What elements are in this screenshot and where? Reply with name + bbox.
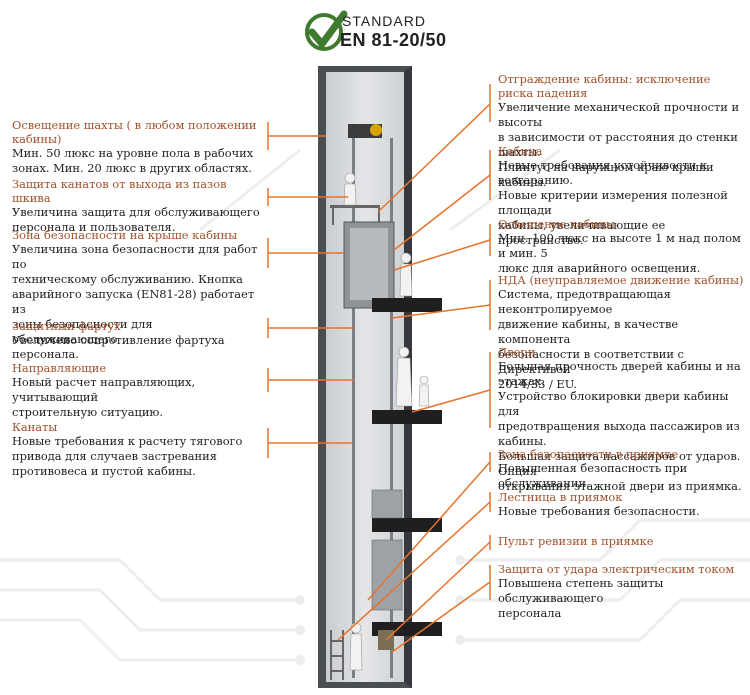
ucm-line-2: движение кабины, в качестве компонента xyxy=(498,317,679,346)
rope-protection-title: Защита канатов от выхода из пазов шкива xyxy=(12,177,227,205)
cabin-block: Кабина Новые требования устойчивости к в… xyxy=(498,144,748,248)
ropes-block: Канаты Новые требования к расчету тягово… xyxy=(12,420,260,479)
pit-inspection-panel-block: Пульт ревизии в приямке xyxy=(498,534,748,548)
shaft-lighting-block: Освещение шахты ( в любом положении каби… xyxy=(12,118,260,176)
roof-safety-zone-line-2: техническому обслуживанию. Кнопка xyxy=(12,272,243,286)
cabin-barrier-title: Отграждение кабины: исключение риска пад… xyxy=(498,72,711,100)
pit-inspection-panel-title: Пульт ревизии в приямке xyxy=(498,534,654,548)
doors-line-2: Устройство блокировки двери кабины для xyxy=(498,389,729,418)
cabin-lighting-line-2: люкс для аварийного освещения. xyxy=(498,261,701,275)
ropes-title: Канаты xyxy=(12,420,58,434)
doors-line-4: Большая защита пассажиров от ударов. Опц… xyxy=(498,449,741,478)
shaft-lighting-line-2: зонах. Мин. 20 люкс в других областях. xyxy=(12,161,252,175)
doors-line-5: открывания этажной двери из приямка. xyxy=(498,479,742,493)
apron-title: Защитный фартух xyxy=(12,319,121,333)
cabin-lighting-title: Освещение кабины xyxy=(498,217,615,231)
electric-shock-title: Защита от удара электрическим током xyxy=(498,562,735,576)
shaft-lighting-line-1: Мин. 50 люкс на уровне пола в рабочих xyxy=(12,146,254,160)
pit-ladder-block: Лестница в приямок Новые требования безо… xyxy=(498,490,748,519)
apron-block: Защитный фартух Увеличено сопротивление … xyxy=(12,319,260,348)
ucm-title: НДА (неуправляемое движение кабины) xyxy=(498,273,744,287)
logo-code-text: EN 81-20/50 xyxy=(340,30,447,50)
cabin-barrier-line-2: в зависимости от расстояния до стенки ша… xyxy=(498,130,738,159)
electric-shock-line-2: персонала xyxy=(498,606,562,620)
ucm-line-3: безопасности в соответствии с Директивой xyxy=(498,347,684,376)
guide-rails-line-1: Новый расчет направляющих, учитывающий xyxy=(12,375,196,404)
cabin-barrier-line-1: Увеличение механической прочности и высо… xyxy=(498,100,740,129)
cabin-lighting-block: Освещение кабины Мин. 100 люкс на высоте… xyxy=(498,217,748,276)
doors-block: Двери Большая прочность дверей кабины и … xyxy=(498,345,748,494)
ropes-line-3: противовеса и пустой кабины. xyxy=(12,464,196,478)
guide-rails-title: Направляющие xyxy=(12,361,107,375)
ropes-line-2: привода для случаев застревания xyxy=(12,449,217,463)
electric-shock-line-1: Повышена степень защиты обслуживающего xyxy=(498,576,664,605)
cabin-title: Кабина xyxy=(498,144,543,158)
doors-title: Двери xyxy=(498,345,536,359)
pit-ladder-title: Лестница в приямок xyxy=(498,490,623,504)
roof-safety-zone-line-4: зоны безопасности для обслуживающего xyxy=(12,317,153,346)
ucm-block: НДА (неуправляемое движение кабины) Сист… xyxy=(498,273,748,392)
pit-ladder-line-1: Новые требования безопасности. xyxy=(498,504,700,518)
apron-line-1: Увеличено сопротивление фартуха xyxy=(12,333,225,347)
pit-safety-zone-line-1: Повышенная безопасность при обслуживании… xyxy=(498,461,688,490)
roof-safety-zone-line-5: персонала. xyxy=(12,347,79,361)
rope-protection-block: Защита канатов от выхода из пазов шкива … xyxy=(12,177,260,235)
ucm-line-4: 2014/33 / EU. xyxy=(498,377,577,391)
roof-safety-zone-title: Зона безопасности на крыше кабины xyxy=(12,228,238,242)
cabin-lighting-line-1: Мин. 100 люкс на высоте 1 м над полом и … xyxy=(498,231,741,260)
guide-rails-line-2: строительную ситуацию. xyxy=(12,405,163,419)
pit-safety-zone-title: Зона безопасности в приямке xyxy=(498,447,679,461)
electric-shock-block: Защита от удара электрическим током Повы… xyxy=(498,562,748,621)
ucm-line-1: Система, предотвращающая неконтролируемо… xyxy=(498,287,671,316)
doors-line-1: Большая прочность дверей кабины и на эта… xyxy=(498,359,741,388)
cabin-barrier-block: Отграждение кабины: исключение риска пад… xyxy=(498,72,748,190)
doors-line-3: предотвращения выхода пассажиров из каби… xyxy=(498,419,740,448)
logo-standard-text: STANDARD xyxy=(342,13,426,29)
guide-rails-block: Направляющие Новый расчет направляющих, … xyxy=(12,361,260,420)
shaft-lighting-title: Освещение шахты ( в любом положении каби… xyxy=(12,118,257,146)
roof-safety-zone-line-3: аварийного запуска (EN81-28) работает из xyxy=(12,287,255,316)
cabin-line-1: Новые требования устойчивости к возгаран… xyxy=(498,158,708,187)
cabin-line-2: Новые критерии измерения полезной площад… xyxy=(498,188,728,217)
check-logo-icon xyxy=(305,10,348,51)
rope-protection-line-1: Увеличина защита для обслуживающего xyxy=(12,205,260,219)
pit-safety-zone-block: Зона безопасности в приямке Повышенная б… xyxy=(498,447,748,491)
ropes-line-1: Новые требования к расчету тягового xyxy=(12,434,243,448)
roof-safety-zone-line-1: Увеличина зона безопасности для работ по xyxy=(12,242,258,271)
cabin-line-3: кабины, увеличивающие ее пространство. xyxy=(498,218,666,247)
cabin-barrier-line-3: Плинтус на наружном краю крыши кабины. xyxy=(498,160,714,189)
roof-safety-zone-block: Зона безопасности на крыше кабины Увелич… xyxy=(12,228,260,362)
rope-protection-line-2: персонала и пользователя. xyxy=(12,220,176,234)
